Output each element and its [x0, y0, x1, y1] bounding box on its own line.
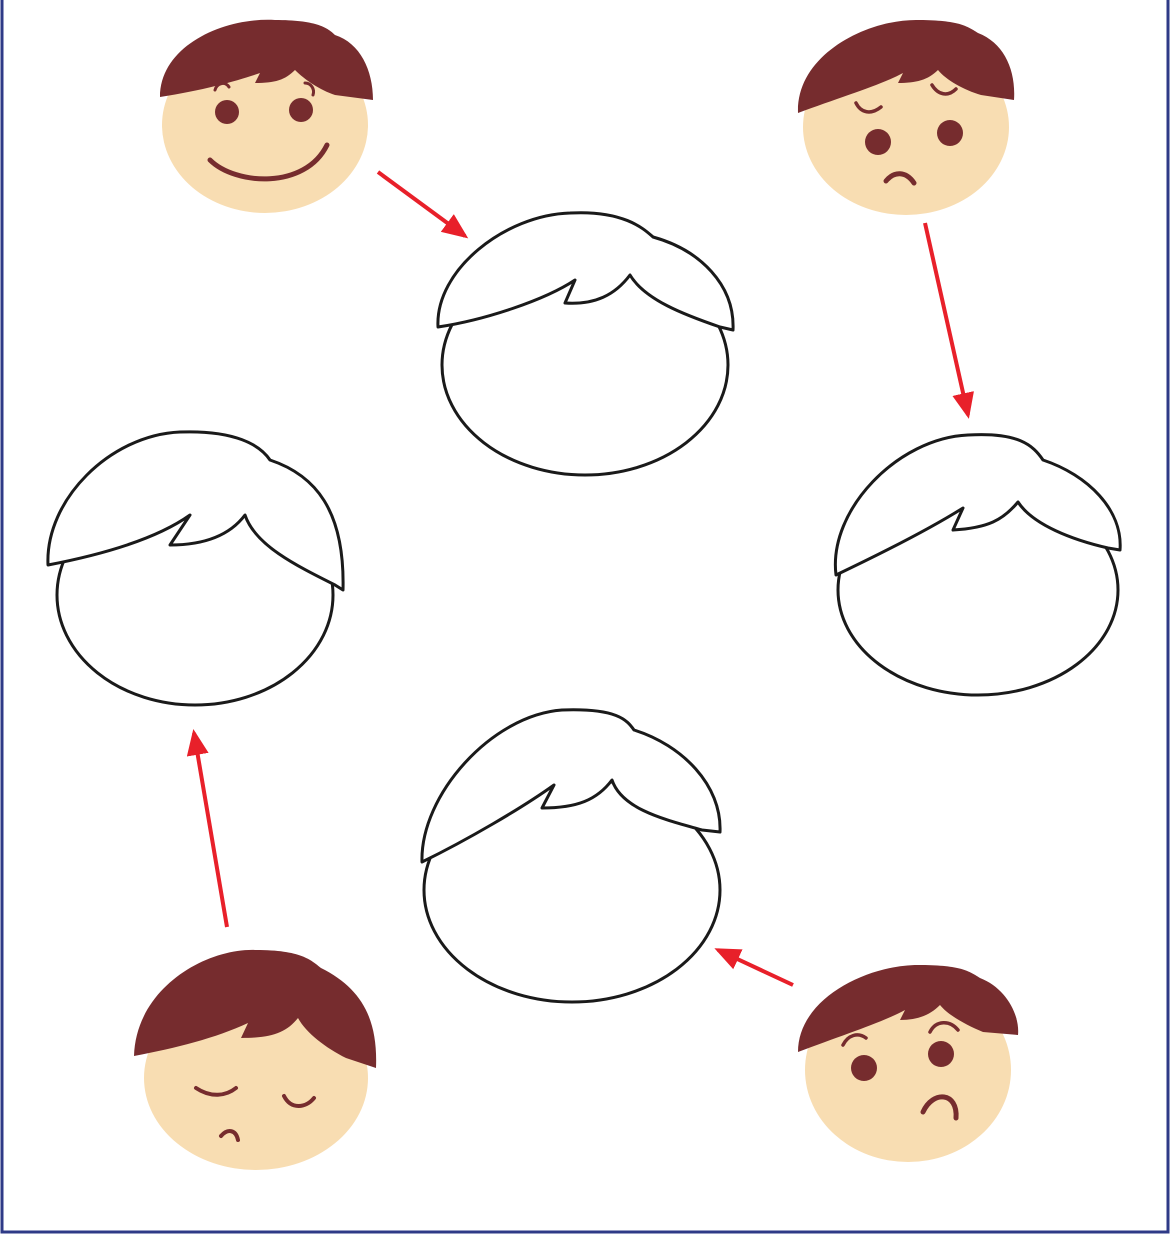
- arrow-icon: [718, 950, 793, 985]
- blank-face-outline-icon: [48, 432, 343, 705]
- frowning-face-icon: [798, 965, 1018, 1162]
- arrow-icon: [378, 172, 465, 236]
- happy-face-icon: [160, 20, 373, 213]
- blank-face-outline-icon: [422, 710, 720, 1002]
- arrow-icon: [925, 223, 968, 415]
- worried-face-icon: [798, 20, 1014, 215]
- arrow-icon: [194, 733, 227, 927]
- sad-face-icon: [134, 950, 376, 1170]
- blank-face-outline-icon: [438, 213, 733, 475]
- blank-face-outline-icon: [835, 435, 1120, 695]
